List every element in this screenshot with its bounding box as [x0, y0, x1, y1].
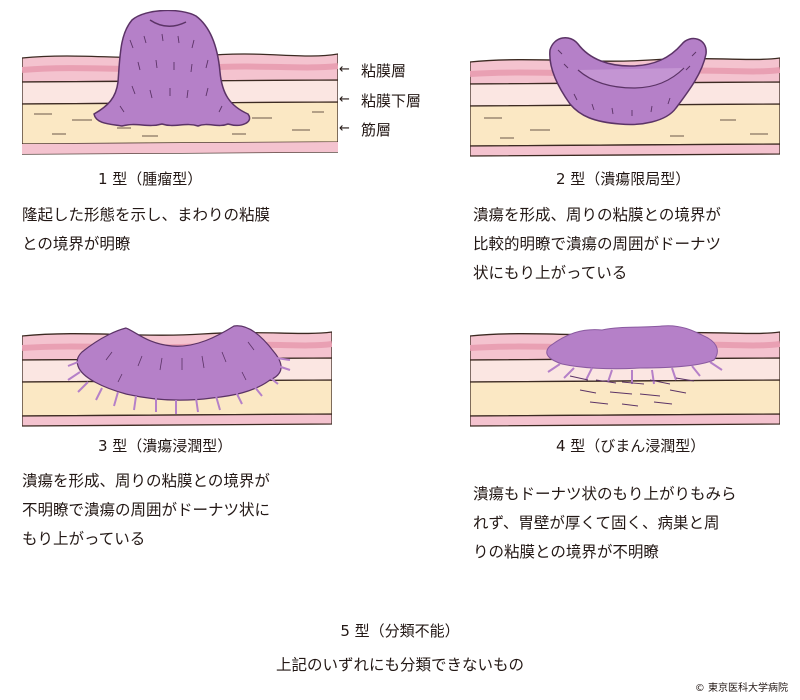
tumor-mass — [93, 10, 251, 127]
arrow-mucosa: ← — [339, 62, 350, 77]
label-muscle: 筋層 — [361, 121, 392, 139]
type1-illustration — [22, 10, 338, 155]
type2-illustration — [470, 37, 780, 157]
type4-illustration — [470, 325, 780, 427]
type2-description: 潰瘍を形成、周りの粘膜との境界が 比較的明瞭で潰瘍の周囲がドーナツ 状にもり上が… — [473, 206, 722, 282]
label-mucosa: 粘膜層 — [361, 62, 407, 80]
ulcer-lesion — [76, 325, 282, 401]
type4-caption: 4 型（びまん浸潤型） — [556, 437, 706, 455]
muscle-layer — [470, 379, 780, 417]
type3-illustration — [22, 325, 332, 427]
type4-description: 潰瘍もドーナツ状のもり上がりもみら れず、胃壁が厚くて固く、病巣と周 りの粘膜と… — [473, 485, 737, 561]
diffuse-lesion — [546, 325, 718, 370]
type5-caption: 5 型（分類不能） — [340, 622, 460, 640]
type1-caption: 1 型（腫瘤型） — [98, 170, 203, 188]
copyright-notice: © 東京医科大学病院 — [694, 683, 788, 694]
label-submucosa: 粘膜下層 — [361, 92, 422, 110]
arrow-submucosa: ← — [339, 92, 350, 107]
type1-description: 隆起した形態を示し、まわりの粘膜 との境界が明瞭 — [22, 206, 271, 253]
type5-description: 上記のいずれにも分類できないもの — [275, 656, 524, 674]
type3-description: 潰瘍を形成、周りの粘膜との境界が 不明瞭で潰瘍の周囲がドーナツ状に もり上がって… — [22, 472, 271, 548]
arrow-muscle: ← — [339, 121, 350, 136]
type2-caption: 2 型（潰瘍限局型） — [556, 170, 691, 188]
type3-caption: 3 型（潰瘍浸潤型） — [98, 437, 233, 455]
